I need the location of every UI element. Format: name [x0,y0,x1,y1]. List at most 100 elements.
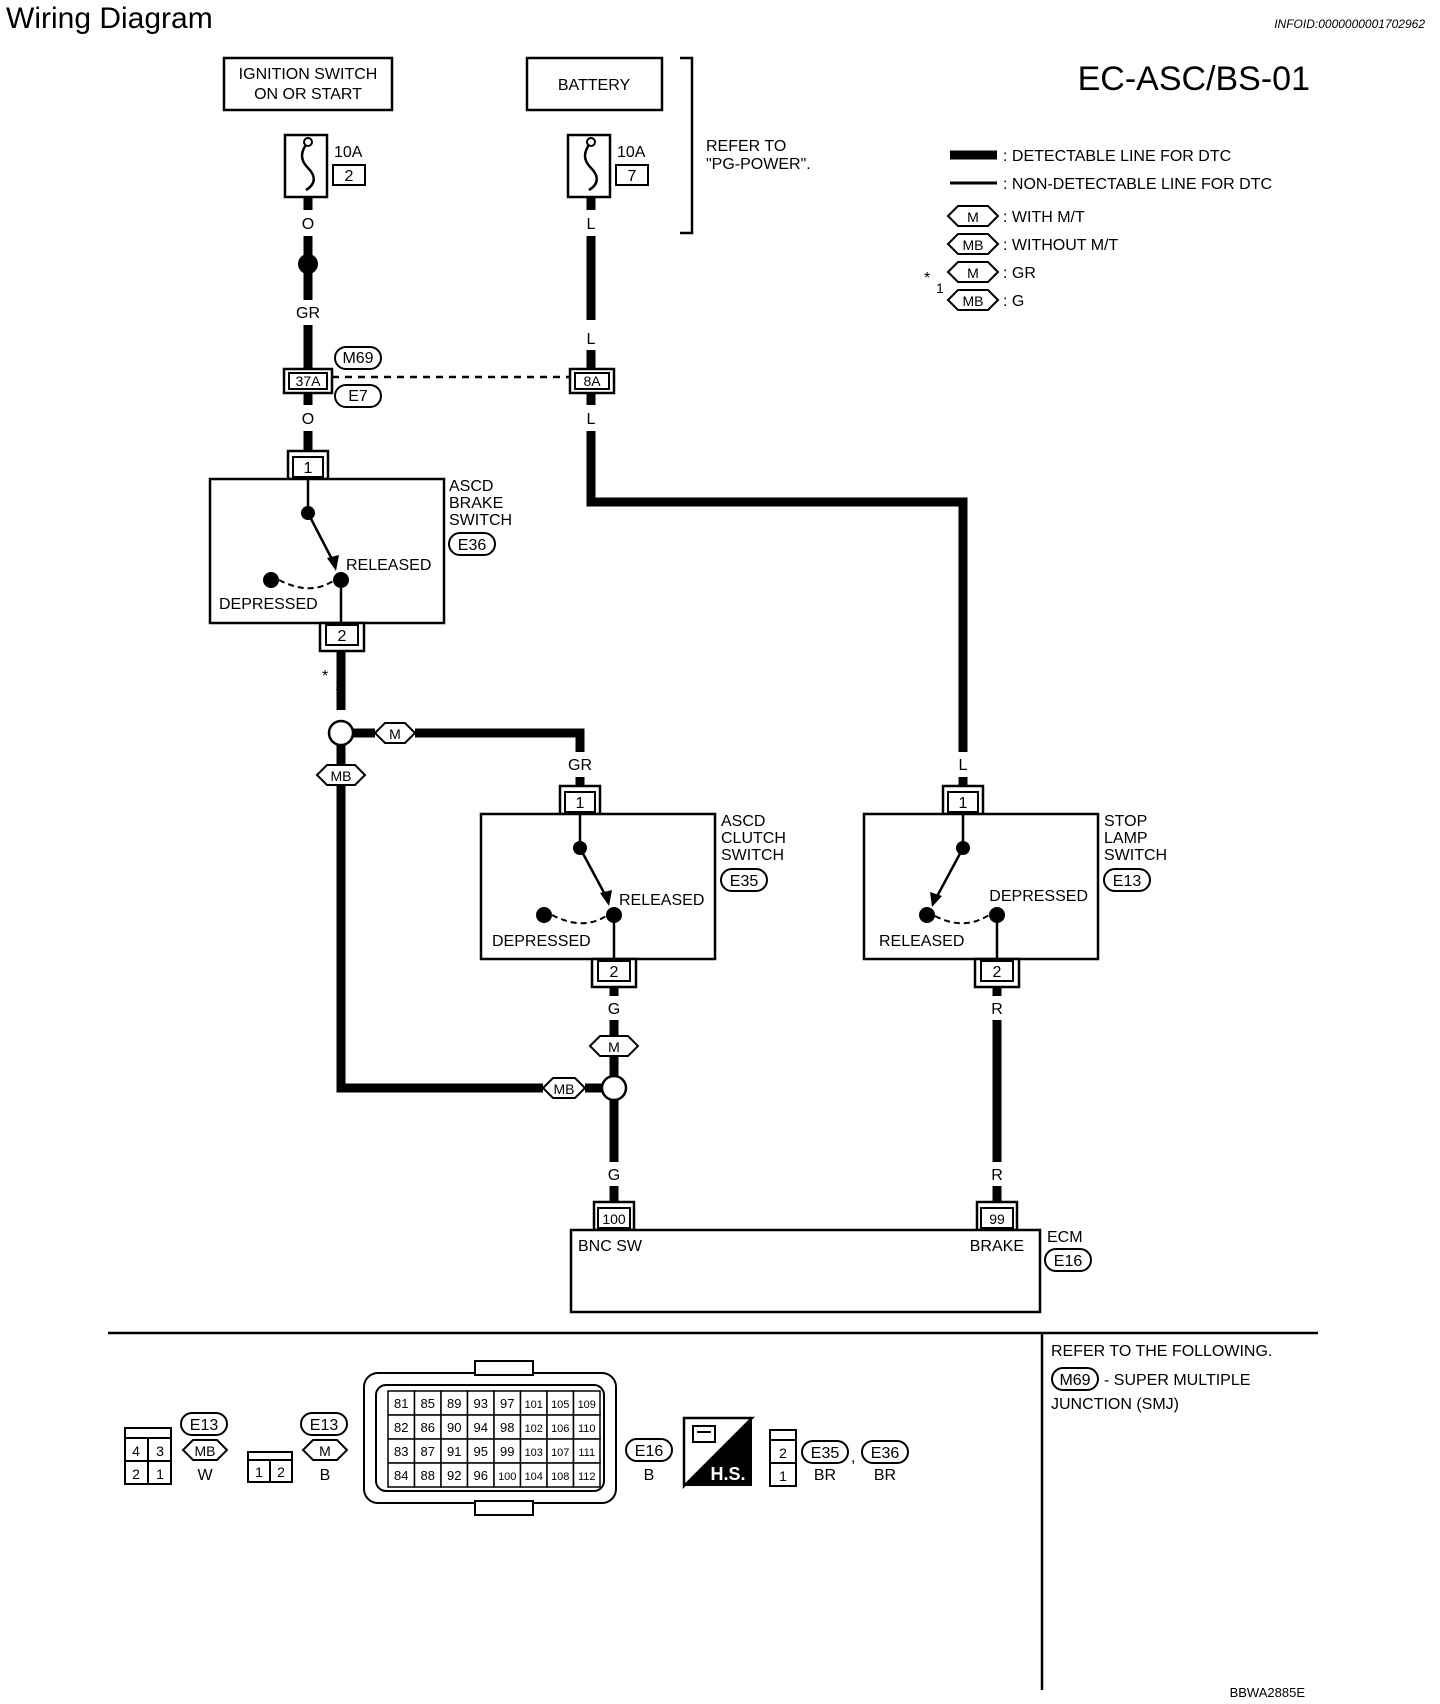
svg-text:10A: 10A [617,144,646,161]
ecm-pin-label: 102 [525,1423,543,1435]
svg-text:E7: E7 [348,388,368,405]
ecm-pin-label: 96 [474,1468,488,1483]
ecm-pin-label: 98 [500,1420,514,1435]
ecm-pin-label: 105 [551,1399,569,1411]
ecm-pin-label: 91 [447,1444,461,1459]
svg-text:RELEASED: RELEASED [346,557,431,574]
svg-text:37A: 37A [296,373,322,389]
footer-refer-2: - SUPER MULTIPLE [1104,1372,1250,1389]
svg-text:BR: BR [874,1467,896,1484]
ecm-pin-cell [572,1462,601,1488]
ecm-pin-cell [440,1414,469,1440]
legend-non-detectable: : NON-DETECTABLE LINE FOR DTC [1003,176,1272,193]
legend-detectable: : DETECTABLE LINE FOR DTC [1003,148,1231,165]
svg-text:2: 2 [993,964,1002,981]
svg-text:SWITCH: SWITCH [1104,847,1167,864]
tag-mb [315,764,367,786]
ecm-pin-cell [413,1414,442,1440]
svg-text:M: M [608,1039,620,1055]
tag-m-lower [588,1035,640,1057]
connector-e35-e36: 2 1 E35 , E36 BR BR [769,1429,909,1487]
legend-without-mt: : WITHOUT M/T [1003,237,1118,254]
footer-refer-1: REFER TO THE FOLLOWING. [1051,1343,1272,1360]
svg-text:DEPRESSED: DEPRESSED [492,933,591,950]
svg-text:MB: MB [963,293,984,309]
svg-text:BNC SW: BNC SW [578,1238,643,1255]
ecm-pin-label: 100 [498,1471,516,1483]
svg-text:E13: E13 [1113,873,1142,890]
fuse-ignition: 10A 2 [283,133,366,199]
svg-text:DEPRESSED: DEPRESSED [989,888,1088,905]
svg-text:M: M [967,265,979,281]
svg-text:BR: BR [814,1467,836,1484]
page-title: Wiring Diagram [6,2,213,35]
svg-text:7: 7 [628,168,637,185]
legend-mb-tag [946,233,1000,255]
ecm-pin-label: 95 [474,1444,488,1459]
footer-m69-label [1051,1367,1099,1391]
legend-g-tag [946,289,1000,311]
e16-footer-label [625,1438,673,1462]
ecm-pin-cell [387,1462,416,1488]
svg-text:2: 2 [610,964,619,981]
svg-text:ASCD: ASCD [721,813,765,830]
ecm-pin-label: 106 [551,1423,569,1435]
svg-text:E35: E35 [811,1445,840,1462]
ecm-pin-label: 90 [447,1420,461,1435]
figure-code: BBWA2885E [1230,1685,1306,1700]
ecm-pin-label: 111 [578,1447,595,1459]
svg-text:MB: MB [554,1081,575,1097]
ecm-pin-cell [387,1390,416,1416]
refer-bracket [680,56,694,235]
legend-gr-tag [946,261,1000,283]
svg-text:RELEASED: RELEASED [619,892,704,909]
svg-text:E16: E16 [1054,1253,1083,1270]
diagram-code: EC-ASC/BS-01 [1078,60,1310,98]
svg-text:ECM: ECM [1047,1229,1083,1246]
svg-text:R: R [991,1167,1003,1184]
ecm-pin-label: 104 [525,1471,543,1483]
svg-text:B: B [644,1467,655,1484]
info-id: INFOID:0000000001702962 [1274,17,1425,31]
svg-text:ON OR START: ON OR START [254,86,362,103]
ecm-pin-cell [572,1438,601,1464]
svg-text:GR: GR [296,305,320,322]
ecm-pin-label: 92 [447,1468,461,1483]
svg-text:CLUTCH: CLUTCH [721,830,786,847]
refer-pg-power-1: REFER TO [706,138,786,155]
svg-text:M: M [389,726,401,742]
ecm-pin-label: 107 [551,1447,569,1459]
ecm-pin-cell [440,1390,469,1416]
ecm-pin-label: 109 [578,1399,596,1411]
footer-refer-3: JUNCTION (SMJ) [1051,1396,1179,1413]
ecm-pin-cell [546,1462,575,1488]
svg-text:1: 1 [959,795,968,812]
svg-text:SWITCH: SWITCH [449,512,512,529]
svg-text:1: 1 [156,1466,164,1482]
svg-text:E13: E13 [310,1417,339,1434]
svg-text:L: L [959,757,968,774]
svg-text:ASCD: ASCD [449,478,493,495]
fuse-battery: 10A 7 [566,133,649,199]
ecm-pin-label: 112 [578,1471,596,1483]
legend-m-tag [946,205,1000,227]
svg-text:W: W [197,1467,213,1484]
legend-g: : G [1003,293,1024,310]
svg-text:2: 2 [132,1466,140,1482]
ecm-pin-label: 83 [394,1444,408,1459]
ecm-pin-label: 110 [578,1423,596,1435]
legend: : DETECTABLE LINE FOR DTC : NON-DETECTAB… [924,148,1272,311]
svg-text:4: 4 [132,1443,140,1459]
svg-text:IGNITION SWITCH: IGNITION SWITCH [239,66,378,83]
svg-text:99: 99 [989,1211,1005,1227]
svg-text:L: L [587,331,596,348]
svg-text:L: L [587,216,596,233]
svg-text:BRAKE: BRAKE [449,495,503,512]
svg-text:1: 1 [335,677,343,693]
ecm-block: 100 99 BNC SW BRAKE ECM E16 [569,1200,1092,1314]
ecm-pin-label: 82 [394,1420,408,1435]
refer-pg-power-2: "PG-POWER". [706,156,811,173]
ecm-pin-label: 89 [447,1396,461,1411]
